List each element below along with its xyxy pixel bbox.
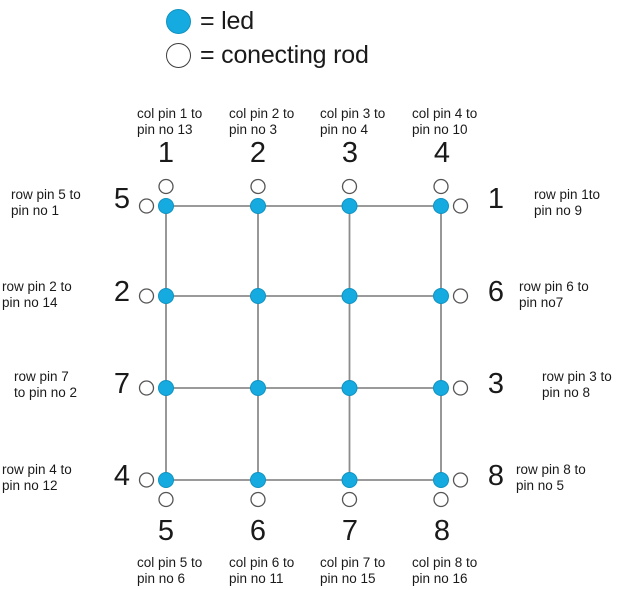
col-note-3: col pin 3 to pin no 4 — [320, 106, 386, 137]
col-note-4: col pin 4 to pin no 10 — [412, 106, 478, 137]
led-r3-c4 — [433, 380, 449, 396]
connecting-rod-top-2 — [250, 178, 266, 195]
connecting-rod-nodes — [138, 178, 469, 508]
led-r2-c3 — [341, 288, 358, 304]
connecting-rod-right-2 — [452, 288, 469, 304]
col-note-1: col pin 1 to pin no 13 — [137, 106, 203, 137]
led-r4-c2 — [250, 472, 266, 488]
legend: = led = conecting rod — [166, 4, 496, 72]
row-note-left-4: row pin 4 to pin no 12 — [2, 462, 72, 493]
row-number-left-1: 5 — [113, 183, 131, 215]
legend-item-connecting-rod: = conecting rod — [166, 38, 496, 72]
connecting-rod-right-3 — [452, 380, 469, 396]
col-number-5: 5 — [157, 515, 175, 547]
row-note-right-2: row pin 6 to pin no7 — [519, 279, 589, 310]
connecting-rod-right-1 — [452, 198, 469, 214]
led-r3-c1 — [158, 380, 174, 396]
row-note-right-4: row pin 8 to pin no 5 — [516, 462, 586, 493]
row-number-left-3: 7 — [113, 368, 131, 400]
col-note-7: col pin 7 to pin no 15 — [320, 555, 386, 586]
connecting-rod-left-1 — [138, 198, 155, 214]
led-nodes — [158, 198, 449, 488]
col-note-5: col pin 5 to pin no 6 — [137, 555, 203, 586]
connecting-rod-left-4 — [138, 472, 155, 488]
col-number-3: 3 — [341, 137, 359, 169]
col-number-2: 2 — [249, 137, 267, 169]
row-note-left-3: row pin 7 to pin no 2 — [14, 369, 78, 400]
row-note-right-3: row pin 3 to pin no 8 — [542, 369, 612, 400]
col-note-8: col pin 8 to pin no 16 — [412, 555, 478, 586]
led-r4-c1 — [158, 472, 174, 488]
connecting-rod-bottom-1 — [158, 491, 174, 508]
led-r4-c4 — [433, 472, 449, 488]
col-note-6: col pin 6 to pin no 11 — [229, 555, 295, 586]
connecting-rod-top-4 — [433, 178, 449, 195]
row-note-left-2: row pin 2 to pin no 14 — [2, 279, 72, 310]
row-number-right-1: 1 — [487, 183, 505, 215]
col-number-4: 4 — [433, 137, 451, 169]
row-number-right-4: 8 — [487, 460, 505, 492]
led-r1-c2 — [250, 198, 266, 214]
col-number-1: 1 — [157, 137, 175, 169]
col-note-2: col pin 2 to pin no 3 — [229, 106, 295, 137]
legend-item-led: = led — [166, 4, 496, 38]
legend-label-led: = led — [200, 6, 254, 35]
col-number-7: 7 — [341, 515, 359, 547]
row-note-left-1: row pin 5 to pin no 1 — [11, 187, 81, 218]
connecting-rod-right-4 — [452, 472, 469, 488]
filled-circle-icon — [166, 8, 191, 34]
connecting-rod-bottom-4 — [433, 491, 449, 508]
row-number-right-2: 6 — [487, 276, 505, 308]
led-r3-c2 — [250, 380, 266, 396]
led-r2-c4 — [433, 288, 449, 304]
open-circle-icon — [166, 42, 191, 68]
row-number-right-3: 3 — [487, 368, 505, 400]
led-r2-c2 — [250, 288, 266, 304]
row-note-right-1: row pin 1to pin no 9 — [534, 187, 601, 218]
col-number-8: 8 — [433, 515, 451, 547]
legend-label-connecting-rod: = conecting rod — [200, 40, 369, 69]
led-r1-c1 — [158, 198, 174, 214]
row-number-left-4: 4 — [113, 460, 131, 492]
connecting-rod-top-3 — [341, 178, 358, 195]
col-number-6: 6 — [249, 515, 267, 547]
led-r4-c3 — [341, 472, 358, 488]
led-r2-c1 — [158, 288, 174, 304]
connecting-rod-left-3 — [138, 380, 155, 396]
connecting-rod-left-2 — [138, 288, 155, 304]
connecting-rod-bottom-2 — [250, 491, 266, 508]
connecting-rod-top-1 — [158, 178, 174, 195]
connecting-rod-bottom-3 — [341, 491, 358, 508]
led-r3-c3 — [341, 380, 358, 396]
led-r1-c4 — [433, 198, 449, 214]
grid-lines — [165, 205, 442, 481]
row-number-left-2: 2 — [113, 276, 131, 308]
led-r1-c3 — [341, 198, 358, 214]
